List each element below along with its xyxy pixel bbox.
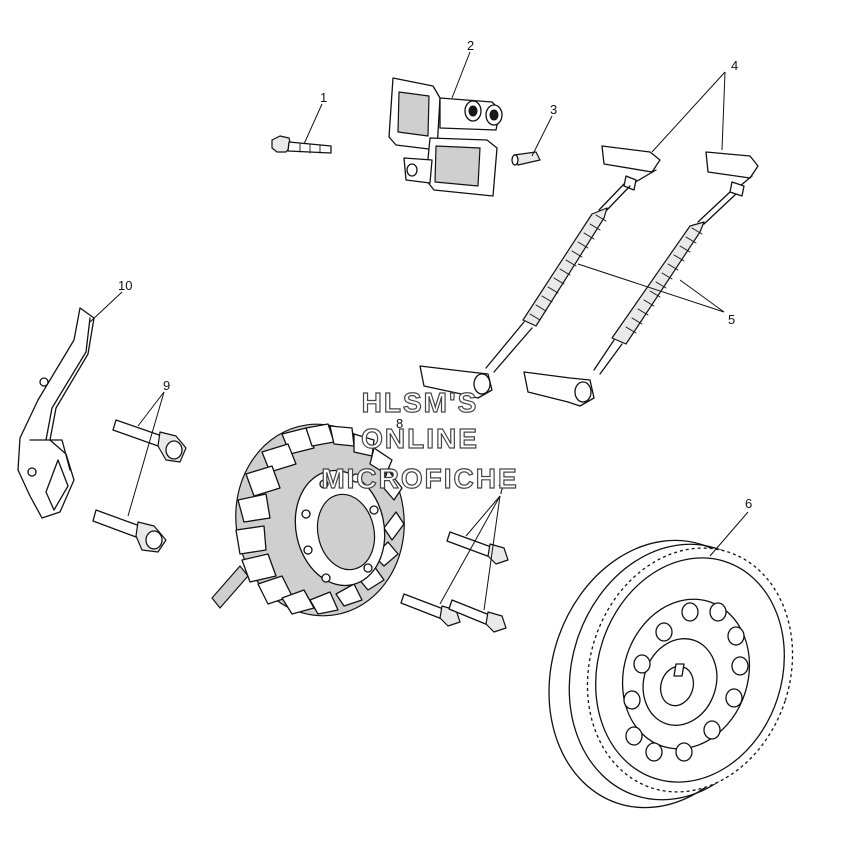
watermark-line-3: MICROFICHE	[321, 463, 518, 494]
leader-lines	[89, 51, 749, 611]
callout-3: 3	[550, 102, 557, 117]
part-2-ignition-coil	[388, 77, 503, 197]
watermark-line-1: HLSM'S	[362, 387, 479, 418]
part-9-bolts	[92, 419, 187, 553]
part-3-sleeve	[511, 151, 541, 166]
part-8-stator	[211, 423, 405, 617]
stator-pole-segments	[235, 423, 405, 615]
part-7-screws	[400, 531, 509, 633]
callout-2: 2	[467, 38, 474, 53]
callout-4: 4	[731, 58, 738, 73]
watermark-line-2: ONLINE	[361, 423, 479, 454]
callout-9: 9	[163, 378, 170, 393]
callout-1: 1	[320, 90, 327, 105]
callout-6: 6	[745, 496, 752, 511]
callout-numbers: 1 2 3 4 5 6 7 8 9 10	[118, 38, 752, 511]
watermark: HLSM'S ONLINE MICROFICHE	[321, 386, 518, 494]
part-6-flywheel	[548, 539, 794, 809]
callout-5: 5	[728, 312, 735, 327]
callout-10: 10	[118, 278, 132, 293]
callout-8: 8	[396, 416, 403, 431]
part-1-bolt	[271, 135, 332, 154]
callout-7: 7	[498, 482, 505, 497]
part-10-bracket	[17, 307, 95, 519]
part-4-5-spark-plug-wires	[419, 145, 759, 407]
flywheel-holes	[623, 602, 749, 762]
